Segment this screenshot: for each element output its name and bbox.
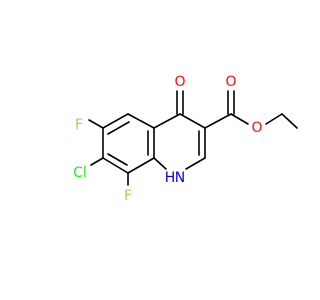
bond [153,113,181,129]
bond [281,113,298,129]
bond [265,113,283,125]
bond [88,119,104,129]
bond [204,113,232,129]
bond [185,157,206,170]
atom-label-n1b: N [175,170,185,186]
atom-label-cl7: Cl [73,165,87,181]
bond [179,113,206,129]
bond [127,113,155,129]
bond [127,157,155,174]
bond [90,157,104,166]
bond [102,113,129,129]
atom-label-n1: H [165,170,176,186]
bond [107,153,128,166]
bond [230,113,249,125]
atom-label-oe2: O [251,120,262,136]
atom-label-f6: F [75,117,83,133]
atom-label-f8: F [124,188,132,204]
atom-label-oe1: O [225,74,236,90]
bond-layer [88,90,298,186]
bond [107,121,130,135]
atom-label-o4: O [174,74,185,90]
bond [102,157,129,174]
bond [153,157,167,170]
